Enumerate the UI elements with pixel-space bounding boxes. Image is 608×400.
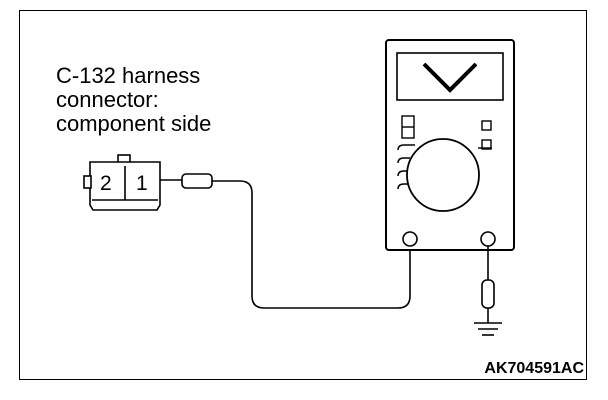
test-lead-wire xyxy=(212,180,411,309)
meter-jack-common xyxy=(480,231,496,247)
caption-line-3: component side xyxy=(56,111,212,136)
figure-id: AK704591AC xyxy=(484,360,584,377)
meter-small-button xyxy=(481,139,492,150)
connector-side-tab xyxy=(83,175,92,189)
meter-display xyxy=(396,52,504,101)
voltmeter xyxy=(385,39,515,251)
ground-icon xyxy=(474,322,502,336)
pin-label-2: 2 xyxy=(100,172,112,195)
meter-rotary-dial xyxy=(406,138,480,212)
caption-line-2: connector: xyxy=(56,87,159,112)
ground-probe xyxy=(481,279,495,309)
pin-label-1: 1 xyxy=(136,172,148,195)
meter-jack-positive xyxy=(402,231,418,247)
test-probe xyxy=(181,173,213,189)
meter-small-button xyxy=(481,120,492,131)
caption-line-1: C-132 harness xyxy=(56,63,201,88)
ground-lead xyxy=(481,246,495,323)
meter-display-symbol xyxy=(422,62,478,93)
